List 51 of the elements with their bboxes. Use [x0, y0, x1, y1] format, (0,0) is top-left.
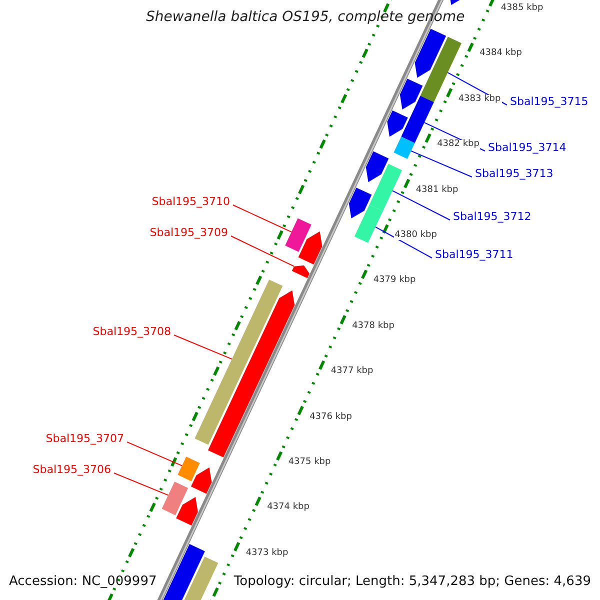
gene-label: Sbal195_3707 [46, 433, 124, 444]
gene-feature [394, 136, 415, 159]
gene-feature [208, 290, 295, 458]
leader-line [374, 226, 432, 258]
accession-text: Accession: NC_009997 [9, 575, 157, 588]
map-title: Shewanella baltica OS195, complete genome [146, 10, 465, 24]
leader-line [232, 204, 292, 232]
gene-feature [178, 456, 200, 482]
leader-line [410, 150, 472, 178]
gene-feature [292, 265, 310, 278]
scale-label: 4379 kbp [372, 276, 417, 286]
gene-label: Sbal195_3706 [32, 464, 111, 475]
gene-feature [414, 28, 446, 78]
gene-feature [191, 467, 212, 494]
scale-label: 4374 kbp [266, 503, 310, 512]
gene-label: Sbal195_3708 [92, 326, 171, 337]
gene-label: Sbal195_3713 [475, 168, 554, 179]
gene-feature [176, 497, 198, 526]
scale-label: 4373 kbp [244, 548, 290, 558]
gene-feature [285, 218, 312, 252]
gene-feature [162, 482, 188, 516]
gene-feature [400, 78, 423, 110]
gene-feature [348, 188, 372, 218]
genome-stats-text: Topology: circular; Length: 5,347,283 bp; Genes: 4,639 [234, 575, 591, 588]
scale-label: 4377 kbp [330, 367, 374, 376]
scale-label: 4385 kbp [500, 4, 544, 13]
leader-line [126, 442, 182, 466]
gene-feature [387, 110, 408, 137]
scale-label: 4382 kbp [436, 140, 480, 150]
gene-feature [366, 151, 389, 182]
gene-feature [354, 204, 383, 243]
gene-label: Sbal195_3711 [435, 249, 514, 260]
scale-label: 4381 kbp [414, 186, 460, 195]
leader-line [114, 472, 169, 496]
gene-label: Sbal195_3712 [453, 211, 532, 222]
scale-label: 4375 kbp [287, 458, 332, 467]
gene-feature [369, 164, 402, 212]
gene-label: Sbal195_3714 [488, 142, 566, 153]
gene-label: Sbal195_3709 [150, 227, 228, 238]
gene-label: Sbal195_3710 [152, 196, 230, 207]
scale-label: 4384 kbp [478, 49, 523, 58]
gene-feature [194, 280, 283, 445]
leader-line [230, 236, 295, 267]
scale-label: 4380 kbp [394, 230, 438, 240]
leader-line [174, 334, 232, 360]
scale-label: 4378 kbp [351, 322, 396, 331]
scale-label: 4383 kbp [457, 94, 502, 104]
scale-label: 4376 kbp [308, 412, 353, 422]
gene-feature [298, 231, 322, 264]
leader-line [392, 190, 450, 220]
gene-label: Sbal195_3715 [510, 96, 588, 107]
